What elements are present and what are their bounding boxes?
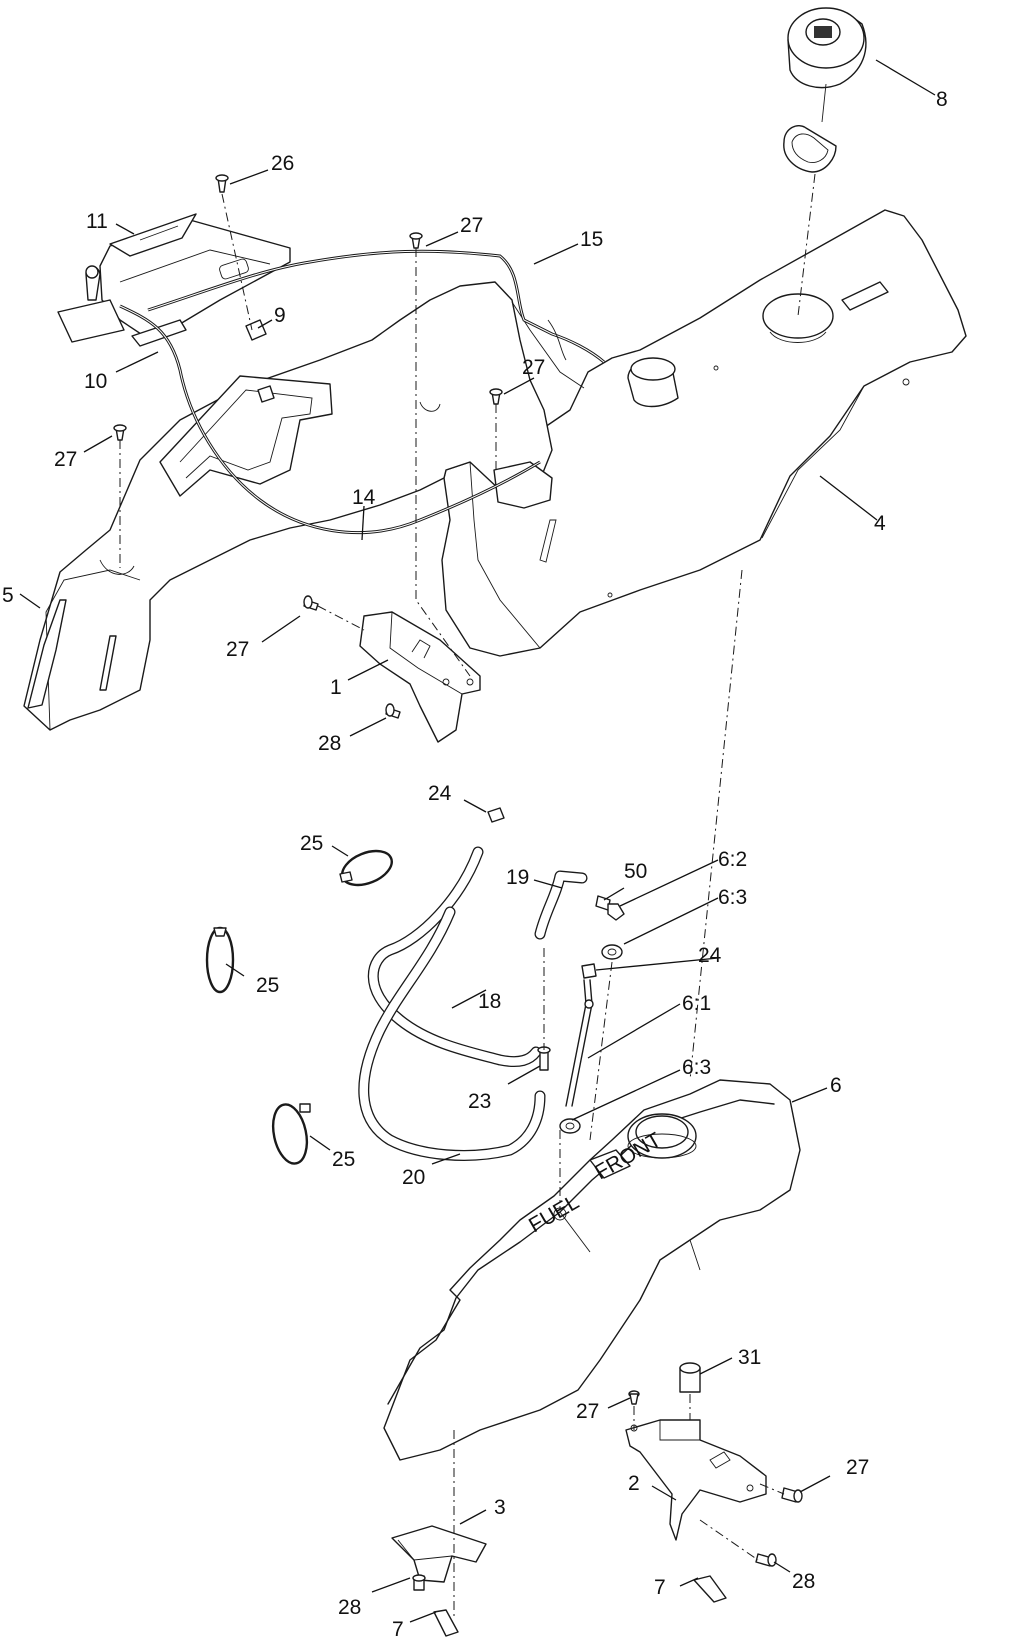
callout-27-a: 27	[460, 214, 483, 237]
callout-2: 2	[628, 1472, 640, 1495]
decal-part-11	[109, 213, 197, 257]
callout-31: 31	[738, 1346, 761, 1369]
callout-28-a: 28	[318, 732, 341, 755]
callout-27-c: 27	[54, 448, 77, 471]
callout-11: 11	[86, 210, 108, 233]
screw-part-27-a	[409, 232, 423, 249]
callout-5: 5	[2, 584, 14, 607]
assembly-lines-upper	[119, 173, 816, 1081]
screw-part-27-f	[781, 1487, 803, 1503]
callout-25-bottom: 25	[332, 1148, 355, 1171]
screw-part-27-d	[303, 595, 319, 611]
screw-part-27-b	[489, 388, 503, 405]
grommet-part-6-3-bottom	[559, 1118, 581, 1134]
callout-7-right: 7	[654, 1576, 666, 1599]
callout-27-b: 27	[522, 356, 545, 379]
cable-part-14	[119, 304, 541, 535]
tank-bracket-part-3	[391, 1525, 487, 1583]
callout-10: 10	[84, 370, 107, 393]
callout-6-3-top: 6:3	[718, 886, 747, 909]
fuel-hose-part-20	[358, 906, 546, 1161]
callout-50: 50	[624, 860, 647, 883]
screw-part-26	[215, 174, 229, 193]
upper-fuel-tank-part-4	[441, 209, 967, 657]
bumper-part-31	[679, 1362, 701, 1393]
callout-8: 8	[936, 88, 948, 111]
hose-clamp-part-25-bottom	[271, 1103, 311, 1165]
fuel-cap-part-8	[783, 7, 867, 173]
strap-part-7-left	[433, 1609, 459, 1637]
screw-part-28-b	[412, 1574, 426, 1591]
pickup-tube-part-6-1	[565, 979, 594, 1107]
callout-25-mid: 25	[256, 974, 279, 997]
hose-clamp-part-25-top	[339, 849, 393, 887]
callout-25-top: 25	[300, 832, 323, 855]
callout-24-top: 24	[428, 782, 452, 805]
tank-bracket-part-2	[625, 1419, 767, 1541]
callout-6-2: 6:2	[718, 848, 747, 871]
callout-20: 20	[402, 1166, 425, 1189]
clip-part-9	[245, 319, 267, 341]
callout-3: 3	[494, 1496, 506, 1519]
grommet-part-6-3-top	[601, 944, 623, 960]
callout-27-f: 27	[846, 1456, 869, 1479]
hose-clamp-part-25-mid	[205, 926, 235, 994]
callout-28-b: 28	[338, 1596, 361, 1619]
callout-28-c: 28	[792, 1570, 815, 1593]
callout-18: 18	[478, 990, 501, 1013]
cable-part-15	[147, 249, 605, 364]
strap-part-7-right	[693, 1575, 727, 1603]
callout-15: 15	[580, 228, 603, 251]
callout-1: 1	[330, 676, 342, 699]
callout-19: 19	[506, 866, 529, 889]
frame-shroud-part-5	[23, 281, 585, 731]
callout-7-left: 7	[392, 1618, 404, 1641]
screw-part-27-c	[113, 424, 127, 441]
callout-6-3-bottom: 6:3	[682, 1056, 711, 1079]
bushing-part-6-2	[607, 903, 625, 921]
clamp-part-24-top	[487, 807, 505, 823]
callout-27-e: 27	[576, 1400, 599, 1423]
clamp-part-24-mid	[581, 963, 597, 979]
callout-24-mid: 24	[698, 944, 722, 967]
callout-26: 26	[271, 152, 294, 175]
callout-labels: 8 26 11 27 15 9 10 27 27 14 4 5 27 1 28 …	[2, 88, 948, 1641]
fuel-hose-part-19	[534, 870, 588, 940]
screw-part-27-e	[628, 1390, 640, 1405]
callout-6-1: 6:1	[682, 992, 711, 1015]
callout-9: 9	[274, 304, 286, 327]
callout-4: 4	[874, 512, 886, 535]
callout-27-d: 27	[226, 638, 249, 661]
callout-23: 23	[468, 1090, 491, 1113]
leader-lines	[19, 59, 936, 1623]
lower-fuel-tank-part-6: FUEL FRONT	[383, 1079, 801, 1461]
callout-6: 6	[830, 1074, 842, 1097]
screw-part-28-c	[755, 1553, 777, 1567]
screw-part-28-a	[385, 703, 401, 719]
callout-14: 14	[352, 486, 376, 509]
